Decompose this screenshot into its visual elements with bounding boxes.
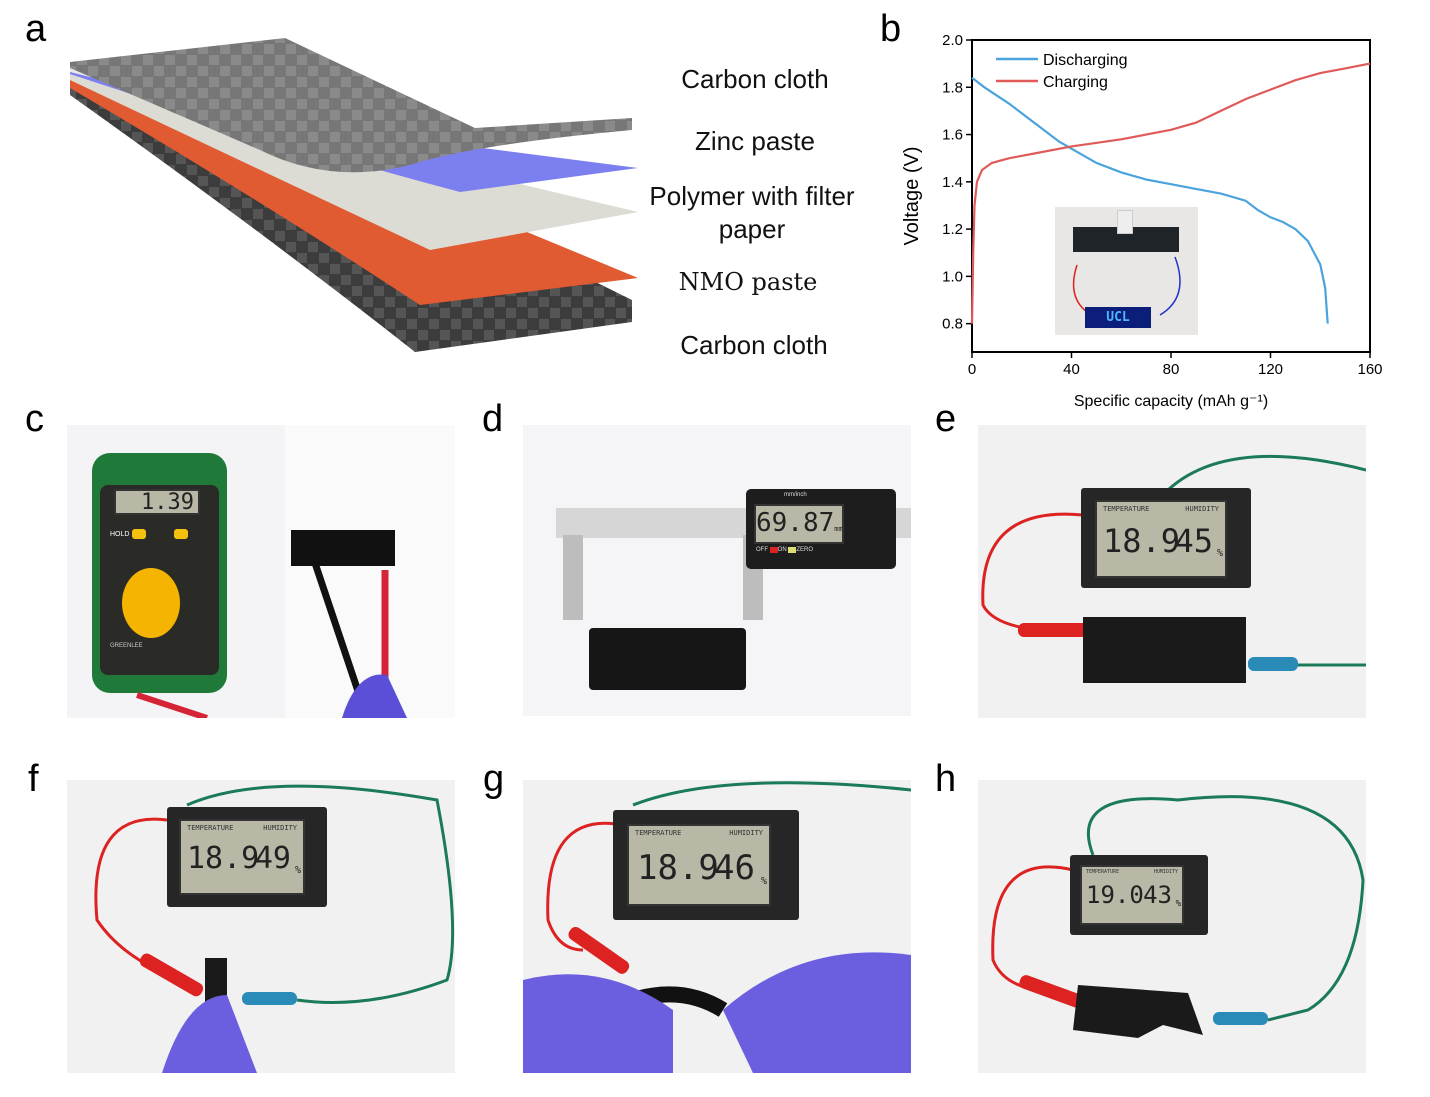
temperature-reading: 18.9: [1103, 522, 1181, 560]
humidity-reading: 43: [1143, 881, 1172, 909]
percent-sign: %: [1175, 899, 1181, 909]
legend-label-charging: Charging: [1043, 74, 1108, 91]
y-axis-label: Voltage (V): [901, 147, 923, 246]
x-tick-label: 120: [1258, 361, 1283, 378]
label-carbon-cloth-top: Carbon cloth: [681, 64, 829, 94]
panel-label-f: f: [28, 758, 39, 800]
off-label: OFF: [756, 547, 768, 553]
temp-label: TEMPERATURE: [1086, 869, 1120, 875]
rotary-dial: [122, 568, 180, 638]
panel-label-b: b: [880, 8, 902, 50]
photo-g: TEMPERATURE HUMIDITY 18.9 46 %: [523, 780, 911, 1073]
hold-label: HOLD: [110, 531, 130, 538]
label-polymer-filter: Polymer with filter paper: [649, 181, 855, 244]
hygrometer: TEMPERATURE HUMIDITY 19.0 43 %: [1070, 855, 1208, 935]
voltage-capacity-chart: 0 40 80 120 160 0.8 1.0 1.2 1.4 1.6 1.8 2.0Specific…: [901, 32, 1383, 410]
panel-label-h: h: [935, 758, 957, 800]
y-tick-label: 1.8: [942, 79, 963, 96]
x-tick-label: 40: [1063, 361, 1080, 378]
caliper-head: mm/inch 69.87mm OFF ON ZERO: [746, 489, 896, 569]
layer-carbon-cloth-top: [70, 38, 632, 173]
panel-label-a: a: [25, 8, 47, 50]
label-nmo-paste: NMO paste: [678, 268, 818, 296]
panel-label-d: d: [482, 398, 504, 440]
led-display: UCL: [1085, 307, 1151, 328]
hygrometer: TEMPERATURE HUMIDITY 18.9 49 %: [167, 807, 327, 907]
photo-h: TEMPERATURE HUMIDITY 19.0 43 %: [978, 780, 1366, 1073]
humidity-label: HUMIDITY: [263, 824, 297, 832]
battery-sample: [291, 530, 395, 566]
percent-sign: %: [294, 865, 301, 876]
label-zinc-paste: Zinc paste: [695, 126, 815, 156]
photo-multimeter: 1.39 HOLD GREENLEE: [67, 425, 455, 718]
multimeter-display: 1.39: [114, 489, 200, 515]
panel-label-g: g: [483, 758, 505, 800]
layer-stack-diagram: [70, 38, 638, 352]
legend-label-discharging: Discharging: [1043, 52, 1127, 69]
series-line-charging: [970, 62, 1371, 324]
humidity-label: HUMIDITY: [729, 829, 763, 837]
caliper-reading: 69.87: [756, 508, 835, 538]
on-label: ON: [777, 547, 787, 553]
y-tick-label: 1.2: [942, 221, 963, 238]
label-carbon-cloth-bottom: Carbon cloth: [680, 330, 828, 360]
multimeter: 1.39 HOLD GREENLEE: [92, 453, 227, 693]
hygrometer-display: TEMPERATURE HUMIDITY 18.9 49 %: [179, 819, 305, 895]
temp-label: TEMPERATURE: [635, 829, 682, 837]
battery-sample: [589, 628, 746, 690]
humidity-label: HUMIDITY: [1153, 869, 1178, 875]
hygrometer-display: TEMPERATURE HUMIDITY 18.9 45 %: [1095, 500, 1227, 578]
y-tick-label: 0.8: [942, 316, 963, 333]
humidity-label: HUMIDITY: [1185, 505, 1219, 513]
x-tick-label: 0: [968, 361, 976, 378]
x-tick-label: 80: [1163, 361, 1180, 378]
percent-sign: %: [760, 876, 767, 887]
hygrometer-display: TEMPERATURE HUMIDITY 19.0 43 %: [1080, 865, 1184, 925]
panel-label-c: c: [25, 398, 44, 440]
temperature-reading: 18.9: [187, 841, 260, 876]
brand-label: GREENLEE: [110, 643, 143, 649]
temp-label: TEMPERATURE: [187, 824, 234, 832]
y-tick-label: 1.6: [942, 127, 963, 144]
humidity-reading: 49: [254, 841, 291, 876]
humidity-reading: 46: [714, 848, 755, 888]
photo-f: TEMPERATURE HUMIDITY 18.9 49 %: [67, 780, 455, 1073]
panel-label-e: e: [935, 398, 957, 440]
percent-sign: %: [1216, 548, 1223, 559]
humidity-reading: 45: [1174, 522, 1213, 560]
y-tick-label: 1.0: [942, 268, 963, 285]
mode-button-label: mm/inch: [784, 492, 807, 498]
y-tick-label: 1.4: [942, 174, 963, 191]
temp-label: TEMPERATURE: [1103, 505, 1150, 513]
photo-e: TEMPERATURE HUMIDITY 18.9 45 %: [978, 425, 1366, 718]
x-tick-label: 160: [1357, 361, 1382, 378]
y-tick-label: 2.0: [942, 32, 963, 49]
inset-photo: UCL: [1055, 207, 1198, 335]
temperature-reading: 19.0: [1086, 881, 1144, 909]
hygrometer: TEMPERATURE HUMIDITY 18.9 46 %: [613, 810, 799, 920]
temperature-reading: 18.9: [637, 848, 719, 888]
hygrometer-display: TEMPERATURE HUMIDITY 18.9 46 %: [627, 824, 771, 906]
caliper-buttons: OFF ON ZERO: [756, 547, 813, 553]
zero-label: ZERO: [796, 547, 814, 553]
photo-caliper: mm/inch 69.87mm OFF ON ZERO: [523, 425, 911, 716]
series-line-discharging: [971, 76, 1329, 324]
hygrometer: TEMPERATURE HUMIDITY 18.9 45 %: [1081, 488, 1251, 588]
caliper-unit: mm: [834, 525, 843, 533]
x-axis-label: Specific capacity (mAh g⁻¹): [1074, 393, 1268, 410]
caliper-display: 69.87mm: [754, 504, 844, 544]
battery-sample: [1083, 617, 1246, 683]
